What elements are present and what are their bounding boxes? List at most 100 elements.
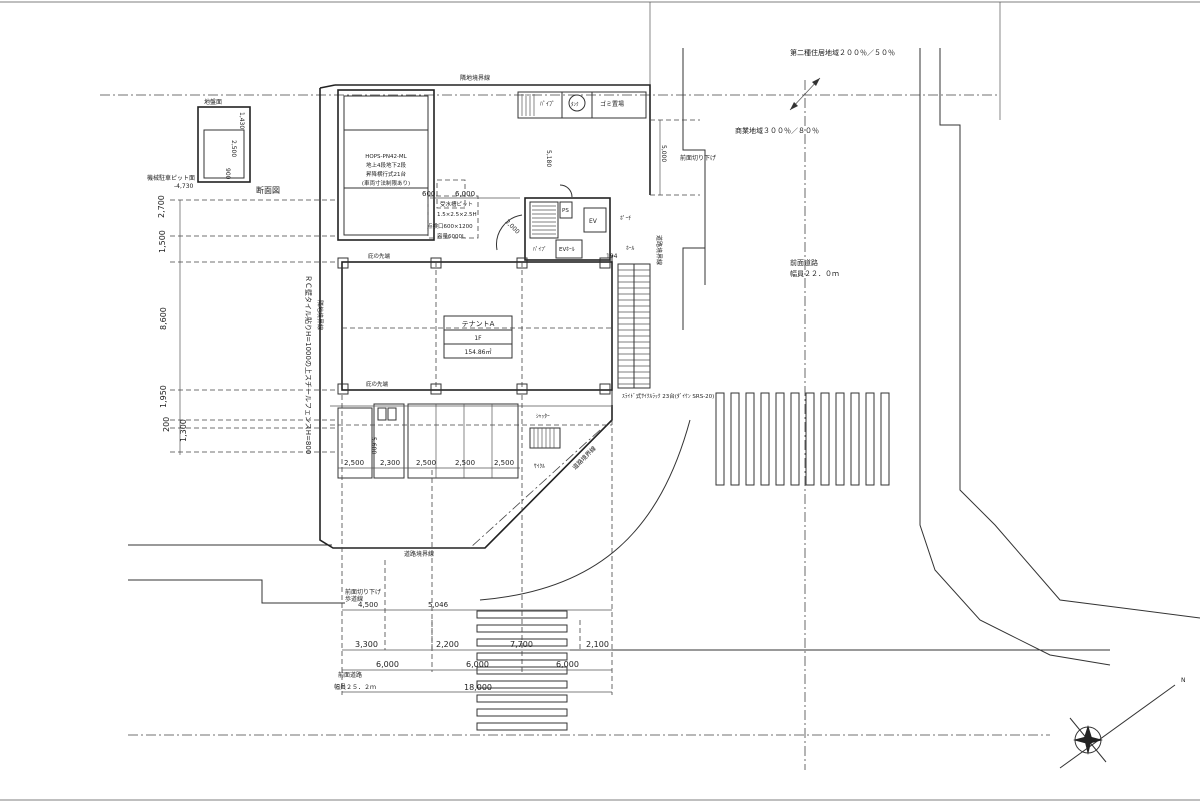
row-dim-5: 2,500 — [494, 459, 514, 467]
tenant-floor: 1F — [474, 335, 482, 342]
ev-shaft — [583, 207, 607, 233]
dim-5600: 5,600 — [370, 437, 377, 454]
parking-inner — [343, 95, 429, 236]
north-label: N — [1181, 677, 1186, 684]
front-road-right-width: 幅員２２．０ｍ — [790, 269, 839, 278]
pit-dim-l: 900 — [224, 168, 231, 180]
bike-label: ｽﾗｲﾄﾞ式ｻｲｸﾙﾗｯｸ 23台(ﾀﾞｲｹﾝ SRS-20) — [622, 392, 714, 400]
zone-commercial-label: 商業地域３００％／８０％ — [735, 126, 819, 135]
dim-600: 600 — [422, 190, 435, 198]
bottom-dim-r2-3: 7,700 — [510, 640, 533, 649]
bottom-dim-r1-2: 5,046 — [428, 601, 449, 609]
tenant-area: 154.86㎡ — [465, 348, 492, 356]
bottom-dim-r2-1: 3,300 — [355, 640, 378, 649]
eave-label-top: 庇の先端 — [368, 252, 391, 260]
parking-note: (車両寸法制限あり) — [362, 179, 410, 187]
site-top-wall — [335, 84, 651, 195]
site-boundary-left-label: 隣地境界線 — [316, 300, 324, 330]
pit-label: 地盤面 — [204, 98, 222, 106]
parking-stalls — [330, 403, 612, 479]
road-right-curb-inner — [919, 48, 1111, 666]
cut-corner-right-label: 前面切り下げ — [680, 154, 716, 162]
bottom-dim-r3-1: 6,000 — [376, 660, 399, 669]
zone-residential-label: 第二種住居地域２００％／５０％ — [790, 48, 895, 57]
ps-label: PS — [562, 208, 569, 214]
left-dim-6: 1,300 — [179, 419, 188, 442]
cut-corner-bottom-label: 前面切り下げ — [345, 588, 381, 596]
sidewalk-label: 歩道線 — [345, 595, 363, 603]
ev-hall — [555, 239, 583, 259]
pit-section-outer — [197, 106, 251, 183]
dim-6000-top: 6,000 — [455, 190, 475, 198]
row-dim-2: 2,300 — [380, 459, 400, 467]
road-boundary-right-label: 道路境界線 — [655, 235, 663, 265]
left-dim-1: 2,700 — [157, 195, 166, 218]
bicycle-racks — [617, 263, 651, 389]
tank-icon-label: ﾀﾝｸ — [571, 102, 579, 108]
door-swing — [496, 214, 523, 251]
zone-arrow-head-2 — [790, 102, 798, 110]
tank-icon — [568, 94, 586, 112]
tenant-building — [341, 261, 613, 391]
row-dim-3: 2,500 — [416, 459, 436, 467]
exterior-stair — [529, 427, 561, 449]
front-road-right-label: 前面道路 — [790, 258, 818, 267]
row-dims: 2,500 2,300 2,500 2,500 2,500 — [338, 459, 520, 469]
left-dim-2: 1,500 — [158, 230, 167, 253]
tank-inlet: 点検口600×1200 — [427, 222, 473, 230]
pit-section-inner — [203, 129, 245, 179]
ev-label: EV — [589, 218, 598, 225]
parking-model: HOPS-PN42-ML — [365, 154, 407, 160]
core-area — [524, 197, 611, 261]
bottom-dim-r1-1: 4,500 — [358, 601, 378, 609]
bottom-dim-r2-4: 2,100 — [586, 640, 609, 649]
row-dim-1: 2,500 — [344, 459, 364, 467]
bicycle-small-label: ｻｲｸﾙ — [534, 463, 545, 470]
tank-cap: 容量6000L — [437, 232, 466, 240]
bottom-dim-r2-2: 2,200 — [436, 640, 459, 649]
pit-level: 機械駐車ピット面 — [147, 174, 195, 182]
stair-small-top — [521, 94, 535, 116]
dim-194: 194 — [606, 253, 618, 260]
road-right-curb-outer — [939, 48, 1200, 619]
tenant-tag — [443, 315, 513, 359]
dim-2000: 2,000 — [504, 218, 521, 235]
door-swing-2 — [559, 184, 573, 198]
pit-dim-w: 2,500 — [230, 140, 237, 157]
ps-shaft — [559, 201, 573, 219]
road-right-curb-left-lower — [682, 247, 705, 330]
left-dim-3: 8,600 — [159, 307, 168, 330]
site-boundary-top-label: 隣地境界線 — [460, 74, 490, 82]
hall-label: ﾎｰﾙ — [626, 245, 635, 252]
tank-label: 受水槽ピット — [440, 200, 473, 208]
bottom-dim-r3-3: 6,000 — [556, 660, 579, 669]
road-right-curb-left — [682, 48, 706, 285]
site-top-corner — [319, 84, 336, 89]
left-dims: 2,700 1,500 8,600 1,950 200 1,300 — [157, 195, 335, 455]
ps2-label: ﾊﾟｲﾌﾟ — [533, 246, 547, 253]
zone-arrow-head-1 — [812, 78, 820, 86]
service-strip — [517, 91, 647, 119]
bottom-dim-r3-2: 6,000 — [466, 660, 489, 669]
left-dim-4: 1,950 — [159, 385, 168, 408]
row-dim-4: 2,500 — [455, 459, 475, 467]
dim-5000: 5,000 — [660, 145, 667, 162]
pipe-label: ﾊﾟｲﾌﾟ — [540, 101, 555, 108]
bottom-total-dim: 18,000 — [464, 683, 492, 692]
gomi-label: ゴミ置場 — [600, 100, 624, 108]
parking-outer — [337, 89, 435, 241]
parking-desc: 地上4段地下2段 — [366, 161, 406, 169]
bottom-dims: 4,500 5,046 3,300 2,200 7,700 2,100 6,00… — [341, 395, 613, 695]
road-boundary-bottom-label: 道路境界線 — [404, 550, 434, 558]
stair-core-treads — [532, 205, 556, 235]
site-outline — [319, 88, 613, 549]
diag-boundary — [469, 429, 601, 549]
front-road-bottom-width: 幅員２５．２ｍ — [334, 683, 376, 691]
north-arrow: N — [1059, 677, 1186, 769]
stair-core — [529, 201, 559, 239]
wall-note: ＲＣ壁タイル貼りH=1000の上スチールフェンスH=800 — [304, 275, 313, 454]
parking-type: 昇降横行式21台 — [366, 170, 406, 178]
left-dim-5: 200 — [162, 417, 171, 432]
road-bottom-sidewalk — [128, 579, 345, 604]
